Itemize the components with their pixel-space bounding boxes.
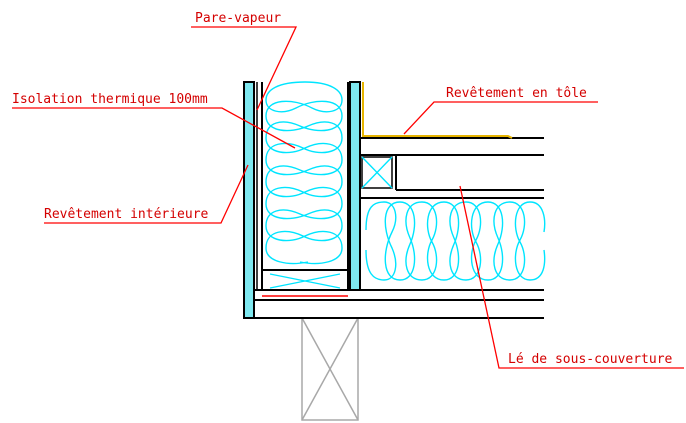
leader-revetement-tole	[403, 101, 598, 135]
wall-insulation	[265, 81, 343, 265]
exterior-sheathing	[349, 81, 361, 291]
leader-pare-vapeur	[191, 26, 298, 111]
label-isolation-thermique: Isolation thermique 100mm	[12, 92, 208, 107]
sheet-metal-cladding	[362, 82, 513, 139]
leader-isolation	[12, 107, 296, 149]
interior-cladding-board	[243, 81, 255, 319]
roof-deck-layers	[254, 137, 544, 319]
label-revetement-interieur: Revêtement intérieure	[44, 207, 209, 222]
cross-blocking	[361, 156, 393, 189]
timber-post	[301, 317, 359, 421]
wall-base-blocking	[269, 273, 341, 289]
label-le-sous-couverture: Lé de sous-couverture	[508, 352, 673, 367]
leader-lines	[12, 26, 684, 369]
floor-insulation	[365, 201, 546, 281]
wall-studs	[261, 82, 349, 290]
leader-revetement-interieur	[44, 164, 249, 224]
leader-le-sous-couverture	[459, 185, 684, 369]
label-revetement-tole: Revêtement en tôle	[446, 86, 587, 101]
label-pare-vapeur: Pare-vapeur	[195, 11, 281, 26]
